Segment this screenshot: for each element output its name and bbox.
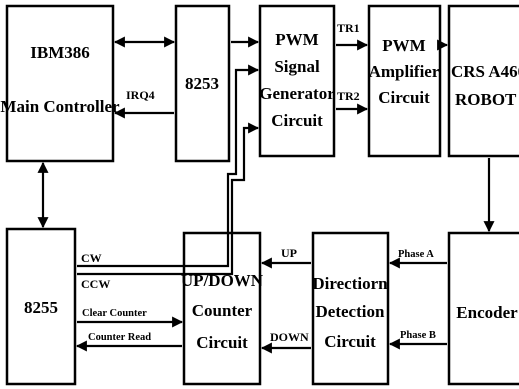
pwm-amplifier-line2: Amplifier <box>369 62 440 81</box>
ppi-8255-label: 8255 <box>24 298 58 317</box>
encoder-label: Encoder <box>456 303 518 322</box>
pwm-amplifier-line3: Circuit <box>378 88 430 107</box>
updown-counter-line3: Circuit <box>196 333 248 352</box>
ccw-line <box>77 122 260 276</box>
robot-block: CRS A460 ROBOT <box>447 4 519 158</box>
updown-counter-line2: Counter <box>192 301 253 320</box>
up-label: UP <box>281 246 297 260</box>
pwm-generator-line3: Generator <box>259 84 335 103</box>
irq4-label: IRQ4 <box>126 88 155 102</box>
encoder-block: Encoder <box>447 231 519 386</box>
direction-detection-block: Directiorn Detection Circuit <box>311 231 390 386</box>
cw-line <box>77 64 260 268</box>
phase-a-label: Phase A <box>398 249 434 260</box>
cw-label: CW <box>81 251 102 265</box>
pwm-amplifier-block: PWM Amplifier Circuit <box>367 4 442 158</box>
clear-counter-label: Clear Counter <box>82 308 147 319</box>
direction-detection-line3: Circuit <box>324 332 376 351</box>
direction-detection-line2: Detection <box>316 302 385 321</box>
pwm-generator-line4: Circuit <box>271 111 323 130</box>
phase-b-label: Phase B <box>400 330 436 341</box>
ppi-8255-block: 8255 <box>5 227 77 386</box>
pwm-amplifier-line1: PWM <box>382 36 425 55</box>
counter-read-label: Counter Read <box>88 332 151 343</box>
main-controller-subtitle: Main Controller <box>0 97 120 116</box>
timer-8253-label: 8253 <box>185 74 219 93</box>
robot-line1: CRS A460 <box>451 62 519 81</box>
pwm-generator-block: PWM Signal Generator Circuit <box>258 4 336 158</box>
main-controller-title: IBM386 <box>30 43 90 62</box>
tr1-label: TR1 <box>337 21 360 35</box>
robot-line2: ROBOT <box>455 90 517 109</box>
updown-counter-block: UP/DOWN Counter Circuit <box>181 231 264 386</box>
timer-8253-block: 8253 <box>174 4 231 163</box>
ccw-label: CCW <box>81 277 110 291</box>
main-controller-block: IBM386 Main Controller <box>0 4 120 163</box>
pwm-generator-line2: Signal <box>274 57 320 76</box>
tr2-label: TR2 <box>337 89 360 103</box>
down-label: DOWN <box>270 330 309 344</box>
pwm-generator-line1: PWM <box>275 30 318 49</box>
updown-counter-line1: UP/DOWN <box>181 271 264 290</box>
direction-detection-line1: Directiorn <box>312 274 388 293</box>
